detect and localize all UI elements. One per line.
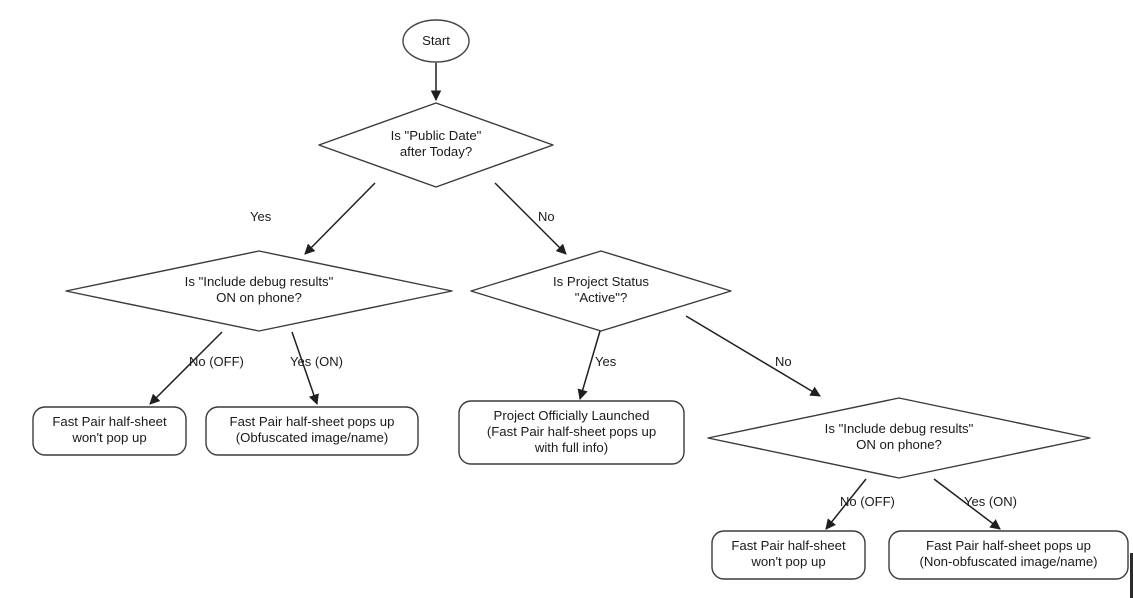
edge-label-project-status-no: No xyxy=(775,354,792,369)
node-start[interactable] xyxy=(402,19,470,63)
edge-label-debug-right-no: No (OFF) xyxy=(840,494,895,509)
edge-debug-left-yes xyxy=(291,331,319,405)
node-result-left-on[interactable] xyxy=(205,406,419,456)
node-result-right-off[interactable] xyxy=(711,530,866,580)
edge-label-debug-right-yes: Yes (ON) xyxy=(964,494,1017,509)
right-edge-artifact xyxy=(1130,553,1133,598)
node-debug-right-decision[interactable] xyxy=(707,397,1091,479)
edge-label-debug-left-no: No (OFF) xyxy=(189,354,244,369)
node-result-left-off[interactable] xyxy=(32,406,187,456)
edge-project-status-no xyxy=(685,315,821,397)
node-project-status-decision[interactable] xyxy=(470,250,732,332)
edge-project-status-yes xyxy=(577,330,601,401)
edge-debug-right-no xyxy=(825,478,867,530)
edge-label-public-date-yes: Yes xyxy=(250,209,272,224)
edge-debug-left-no xyxy=(149,331,223,405)
edge-public-date-no xyxy=(494,182,567,255)
edge-public-date-yes xyxy=(304,182,376,255)
node-result-launched[interactable] xyxy=(458,400,685,465)
node-debug-left-decision[interactable] xyxy=(65,250,453,332)
node-result-right-on[interactable] xyxy=(888,530,1129,580)
edge-debug-right-yes xyxy=(933,478,1001,530)
node-public-date-decision[interactable] xyxy=(318,102,554,188)
edge-label-public-date-no: No xyxy=(538,209,555,224)
edge-label-debug-left-yes: Yes (ON) xyxy=(290,354,343,369)
edge-label-project-status-yes: Yes xyxy=(595,354,617,369)
